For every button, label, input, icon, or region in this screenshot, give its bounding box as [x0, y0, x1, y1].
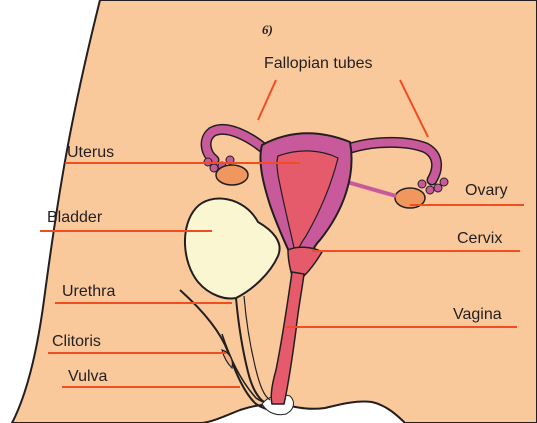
figure-mark: 6)	[262, 22, 273, 37]
label-vulva: Vulva	[68, 368, 108, 385]
label-uterus: Uterus	[67, 144, 114, 161]
label-ovary: Ovary	[465, 182, 508, 199]
label-bladder: Bladder	[47, 209, 103, 226]
label-fallopian-tubes: Fallopian tubes	[264, 55, 373, 72]
label-clitoris: Clitoris	[52, 333, 101, 350]
label-cervix: Cervix	[457, 230, 502, 247]
label-urethra: Urethra	[62, 283, 115, 300]
ovary-left	[216, 165, 248, 185]
label-vagina: Vagina	[453, 306, 502, 323]
